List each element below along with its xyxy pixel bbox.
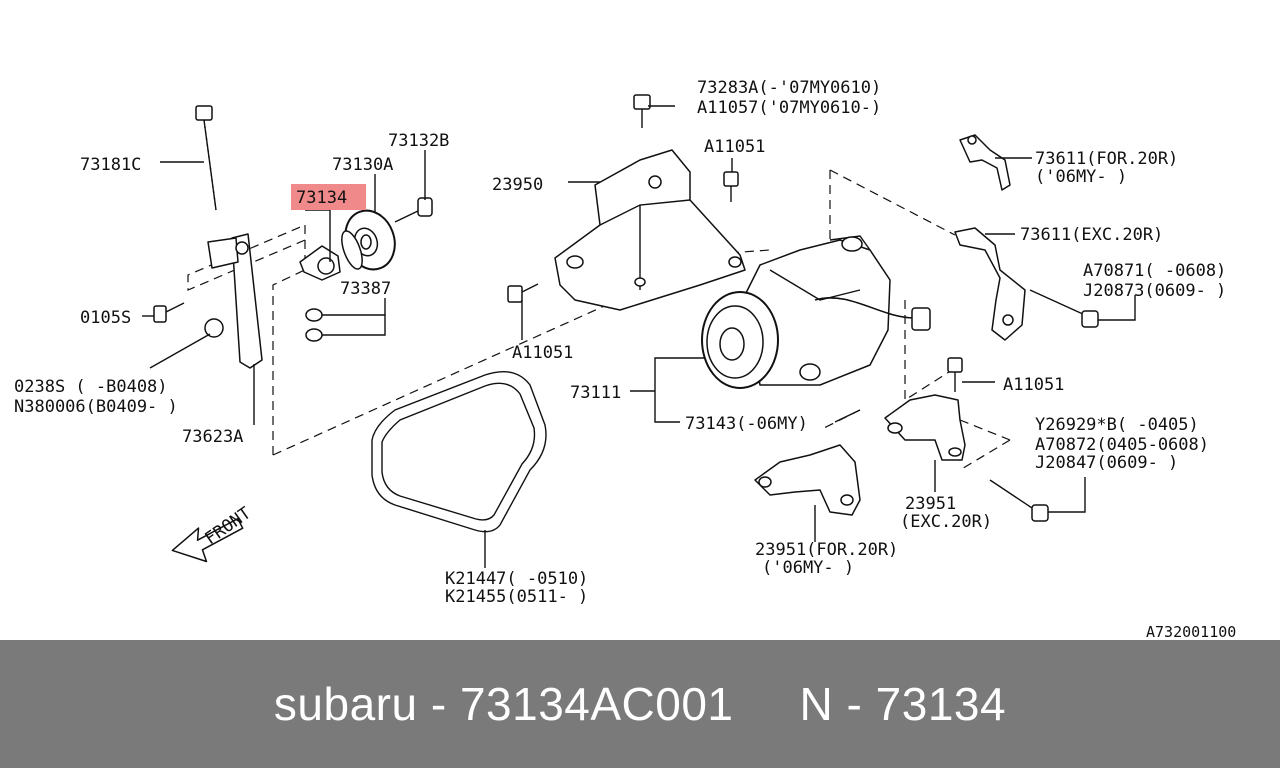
bracket-73611-exc-20r bbox=[954, 227, 1026, 341]
label-23951-for: 23951(FOR.20R) bbox=[755, 540, 898, 560]
label-a11051-top: A11051 bbox=[704, 137, 765, 157]
oem-prefix: N bbox=[799, 678, 834, 730]
label-73111: 73111 bbox=[570, 383, 621, 403]
diagram-reference-code: A732001100 bbox=[1146, 623, 1236, 640]
label-a11051-left: A11051 bbox=[512, 343, 573, 363]
label-a70871: A70871( -0608) bbox=[1083, 261, 1226, 281]
drive-belt bbox=[371, 371, 547, 533]
label-73623a: 73623A bbox=[182, 427, 243, 447]
tensioner-arm-73623a bbox=[207, 233, 263, 369]
label-y26929: Y26929*B( -0405) bbox=[1035, 415, 1199, 435]
label-73181c: 73181C bbox=[80, 155, 141, 175]
label-23951-exc-sub: (EXC.20R) bbox=[900, 512, 992, 532]
label-23951-for-sub: ('06MY- ) bbox=[762, 558, 854, 578]
label-n380006: N380006(B0409- ) bbox=[14, 397, 178, 417]
idler-pulley bbox=[341, 209, 396, 271]
label-23951-exc: 23951 bbox=[905, 494, 956, 514]
label-73132b: 73132B bbox=[388, 131, 449, 151]
long-bolt-a70871 bbox=[1029, 289, 1099, 328]
bolt-a11051-right bbox=[947, 357, 963, 392]
label-73611-for-sub: ('06MY- ) bbox=[1035, 167, 1127, 187]
bracket-23951-for-20r bbox=[754, 444, 861, 516]
long-bolt-y26929 bbox=[989, 479, 1049, 522]
ac-compressor-73111 bbox=[701, 235, 931, 389]
bracket-73611-for-20r bbox=[959, 134, 1011, 191]
oem-number: 73134 bbox=[875, 678, 1007, 730]
label-73134: 73134 bbox=[296, 188, 347, 208]
brand-name: subaru bbox=[273, 678, 418, 730]
label-73130a: 73130A bbox=[332, 155, 393, 175]
label-k21447: K21447( -0510) bbox=[445, 569, 588, 589]
label-0238s: 0238S ( -B0408) bbox=[14, 377, 168, 397]
label-73143: 73143(-06MY) bbox=[685, 414, 808, 434]
pulley-bolt bbox=[394, 197, 433, 223]
bolt-a11057 bbox=[633, 94, 651, 128]
compressor-bracket-23950 bbox=[554, 149, 746, 311]
highlight-73134 bbox=[291, 184, 366, 210]
label-a11057: A11057('07MY0610-) bbox=[697, 98, 881, 118]
long-bolt-73181c bbox=[195, 105, 217, 211]
bolt-0105s bbox=[153, 302, 185, 323]
bracket-23951-exc-20r bbox=[884, 394, 966, 461]
label-j20847: J20847(0609- ) bbox=[1035, 453, 1178, 473]
label-k21455: K21455(0511- ) bbox=[445, 587, 588, 607]
label-73611-exc: 73611(EXC.20R) bbox=[1020, 225, 1163, 245]
part-number-banner: subaru - 73134AC001 N - 73134 bbox=[0, 640, 1280, 768]
label-73387: 73387 bbox=[340, 279, 391, 299]
part-number: 73134AC001 bbox=[459, 678, 734, 730]
separator-2: - bbox=[833, 678, 876, 730]
label-j20873: J20873(0609- ) bbox=[1083, 281, 1226, 301]
label-73611-for: 73611(FOR.20R) bbox=[1035, 149, 1178, 169]
bolt-a11051-left bbox=[507, 283, 539, 303]
bolt-a11051-top bbox=[723, 171, 739, 202]
idler-bracket-73134 bbox=[299, 245, 341, 281]
nut-0238s bbox=[204, 318, 224, 338]
label-a70872: A70872(0405-0608) bbox=[1035, 435, 1209, 455]
label-0105s: 0105S bbox=[80, 308, 131, 328]
label-73283a: 73283A(-'07MY0610) bbox=[697, 78, 881, 98]
separator-1: - bbox=[417, 678, 460, 730]
part-labels: 73283A(-'07MY0610) A11057('07MY0610-) A1… bbox=[14, 78, 1236, 640]
nuts-73387 bbox=[305, 308, 323, 342]
label-23950: 23950 bbox=[492, 175, 543, 195]
parts-diagram: FRONT 73283A(-'07MY0610) A11057('07MY061… bbox=[14, 78, 1236, 640]
leader-lines bbox=[142, 105, 1136, 568]
front-arrow-icon bbox=[171, 517, 244, 563]
front-label: FRONT bbox=[201, 503, 254, 549]
label-a11051-right: A11051 bbox=[1003, 375, 1064, 395]
